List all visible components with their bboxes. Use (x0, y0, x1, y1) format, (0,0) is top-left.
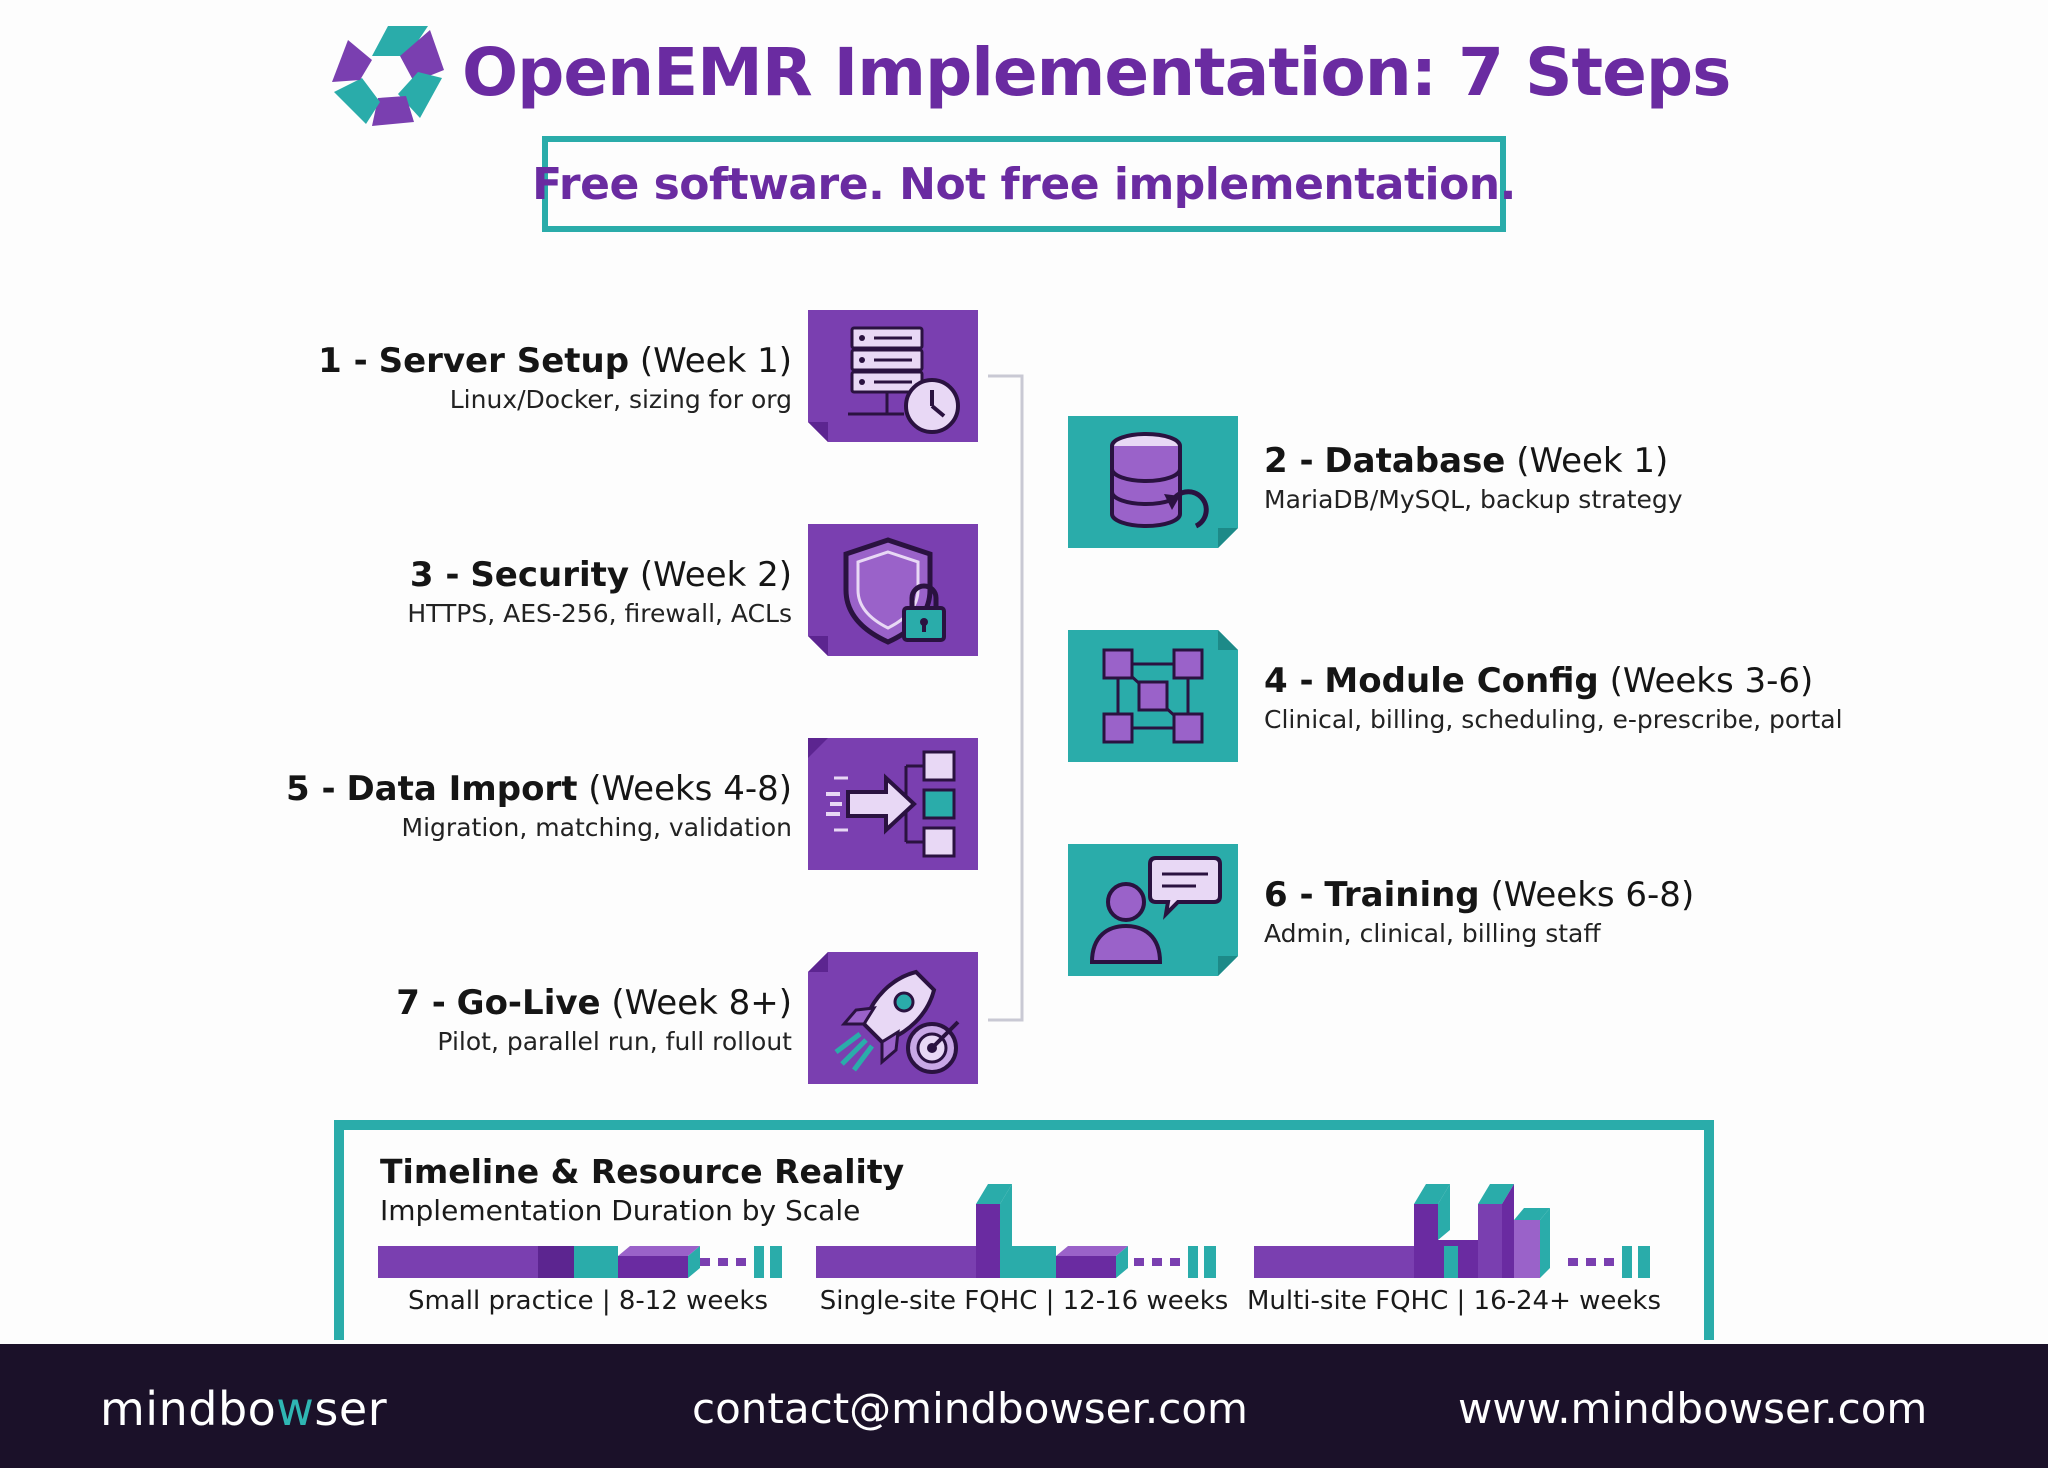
step-3-duration: (Week 2) (639, 555, 792, 595)
step-6-number: 6 - (1264, 875, 1314, 915)
timeline-title: Timeline & Resource Reality (380, 1152, 905, 1191)
data-import-icon (808, 738, 978, 870)
step-1-tile (808, 310, 978, 442)
step-7-name: Go-Live (456, 983, 601, 1023)
step-1-number: 1 - (318, 341, 368, 381)
step-3-tile (808, 524, 978, 656)
step-5-tile (808, 738, 978, 870)
step-4-name: Module Config (1324, 661, 1599, 701)
step-4-duration: (Weeks 3-6) (1609, 661, 1814, 701)
brand-text-accent: w (276, 1382, 315, 1436)
step-7-detail: Pilot, parallel run, full rollout (437, 1027, 792, 1056)
step-6-text: 6 - Training (Weeks 6-8) Admin, clinical… (1264, 874, 1694, 952)
step-5-name: Data Import (346, 769, 578, 809)
website-link[interactable]: www.mindbowser.com (1458, 1384, 1928, 1433)
brand-text-end: ser (314, 1382, 388, 1436)
step-1-name: Server Setup (378, 341, 630, 381)
duration-label-small: Small practice | 8-12 weeks (407, 1286, 769, 1316)
step-7-text: 7 - Go-Live (Week 8+) Pilot, parallel ru… (396, 982, 792, 1060)
step-6-detail: Admin, clinical, billing staff (1264, 919, 1601, 948)
step-7-number: 7 - (396, 983, 446, 1023)
page-title: OpenEMR Implementation: 7 Steps (462, 34, 1731, 111)
step-3-name: Security (470, 555, 630, 595)
step-4-text: 4 - Module Config (Weeks 3-6) Clinical, … (1264, 660, 1843, 738)
rocket-target-icon (808, 952, 978, 1084)
step-2-detail: MariaDB/MySQL, backup strategy (1264, 485, 1683, 514)
database-backup-icon (1068, 416, 1238, 548)
step-5-duration: (Weeks 4-8) (588, 769, 792, 809)
subtitle-text: Free software. Not free implementation. (532, 158, 1516, 210)
step-6-name: Training (1324, 875, 1480, 915)
step-1-detail: Linux/Docker, sizing for org (449, 385, 792, 414)
step-5-detail: Migration, matching, validation (401, 813, 792, 842)
step-3-number: 3 - (409, 555, 460, 595)
duration-bar-single-site (816, 1180, 1236, 1280)
step-5-text: 5 - Data Import (Weeks 4-8) Migration, m… (286, 768, 792, 846)
step-3-text: 3 - Security (Week 2) HTTPS, AES-256, fi… (407, 554, 792, 632)
duration-label-multi-site: Multi-site FQHC | 16-24+ weeks (1246, 1286, 1662, 1316)
step-2-name: Database (1324, 441, 1506, 481)
timeline-subtitle: Implementation Duration by Scale (380, 1194, 861, 1227)
shield-lock-icon (808, 524, 978, 656)
step-3-detail: HTTPS, AES-256, firewall, ACLs (407, 599, 792, 628)
subtitle-banner: Free software. Not free implementation. (532, 136, 1516, 232)
step-7-tile (808, 952, 978, 1084)
step-4-detail: Clinical, billing, scheduling, e-prescri… (1264, 705, 1843, 734)
step-4-tile (1068, 630, 1238, 762)
step-2-duration: (Week 1) (1516, 441, 1669, 481)
step-1-text: 1 - Server Setup (Week 1) Linux/Docker, … (318, 340, 792, 418)
step-5-number: 5 - (286, 769, 336, 809)
server-clock-icon (808, 310, 978, 442)
step-2-text: 2 - Database (Week 1) MariaDB/MySQL, bac… (1264, 440, 1683, 518)
duration-label-single-site: Single-site FQHC | 12-16 weeks (819, 1286, 1229, 1316)
brand-text-start: mindbo (100, 1382, 277, 1436)
contact-email-link[interactable]: contact@mindbowser.com (692, 1384, 1248, 1433)
footer-bar: mindbowser contact@mindbowser.com www.mi… (0, 1344, 2048, 1468)
duration-bar-multi-site (1254, 1180, 1674, 1280)
timeline-panel (334, 1120, 1714, 1340)
modules-network-icon (1068, 630, 1238, 762)
duration-bar-small (378, 1180, 798, 1280)
openemr-logo-icon (330, 22, 446, 132)
step-6-tile (1068, 844, 1238, 976)
step-4-number: 4 - (1264, 661, 1314, 701)
person-chat-icon (1068, 844, 1238, 976)
step-6-duration: (Weeks 6-8) (1490, 875, 1695, 915)
step-2-number: 2 - (1264, 441, 1314, 481)
step-2-tile (1068, 416, 1238, 548)
mindbowser-logo: mindbowser (100, 1382, 387, 1436)
step-1-duration: (Week 1) (639, 341, 792, 381)
step-connector-line (988, 374, 1024, 1022)
step-7-duration: (Week 8+) (611, 983, 792, 1023)
